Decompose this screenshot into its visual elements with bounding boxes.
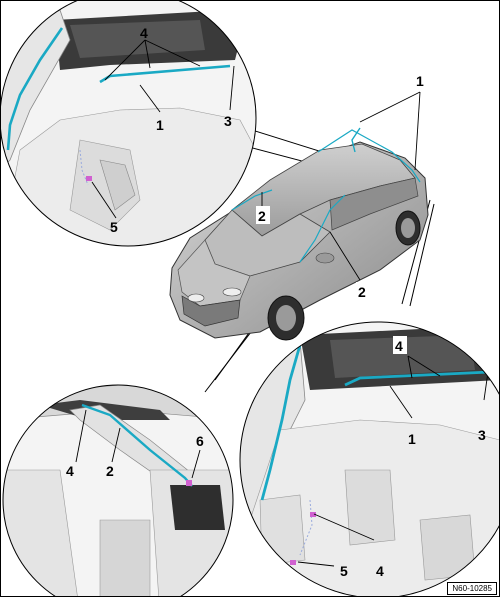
figure-reference-code: N60-10285 [447,582,497,595]
